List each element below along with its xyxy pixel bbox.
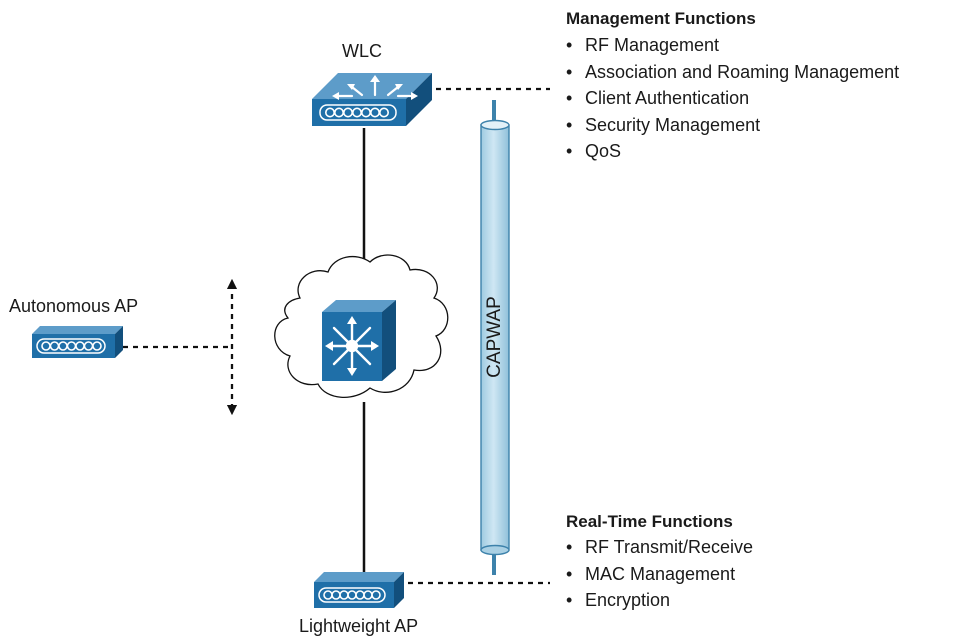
list-item: Security Management — [566, 112, 899, 139]
lightweight-ap-label: Lightweight AP — [299, 616, 419, 636]
capwap-label: CAPWAP — [484, 296, 505, 378]
list-item: RF Management — [566, 32, 899, 59]
list-item: Association and Roaming Management — [566, 59, 899, 86]
list-item: QoS — [566, 138, 899, 165]
list-item: MAC Management — [566, 561, 753, 588]
management-functions-heading: Management Functions — [566, 9, 756, 28]
realtime-functions-list: RF Transmit/Receive MAC Management Encry… — [566, 534, 753, 614]
multilayer-switch — [322, 300, 396, 381]
management-functions-list: RF Management Association and Roaming Ma… — [566, 32, 899, 165]
lightweight-ap-device — [314, 572, 404, 608]
wlc-label: WLC — [342, 41, 382, 61]
list-item: RF Transmit/Receive — [566, 534, 753, 561]
wlc-device — [312, 73, 432, 126]
realtime-functions-heading: Real-Time Functions — [566, 512, 733, 531]
autonomous-ap-label: Autonomous AP — [9, 296, 139, 316]
autonomous-ap-device — [32, 326, 123, 358]
list-item: Client Authentication — [566, 85, 899, 112]
capwap-tunnel — [480, 100, 510, 575]
list-item: Encryption — [566, 587, 753, 614]
